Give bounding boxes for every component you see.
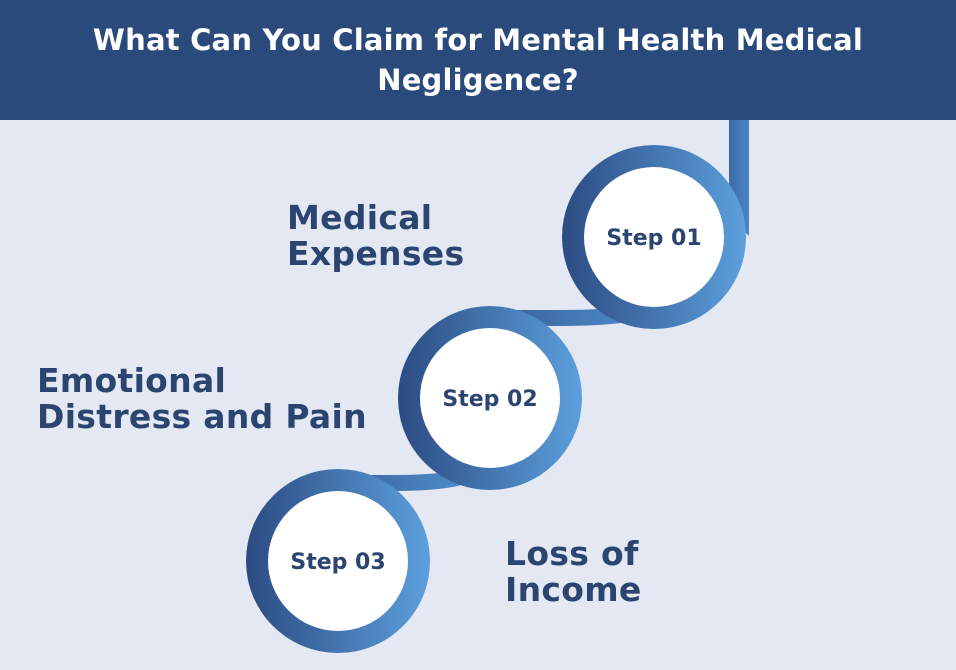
- step-02-disc: [420, 328, 560, 468]
- step-01-disc: [584, 167, 724, 307]
- step-03-label: Step 03: [290, 550, 385, 575]
- item-medical-expenses-line1: Medical: [287, 198, 433, 237]
- item-emotional-distress: Emotional Distress and Pain: [37, 363, 367, 435]
- item-medical-expenses-line2: Expenses: [287, 234, 465, 273]
- item-loss-of-income-line2: Income: [505, 570, 642, 609]
- step-03-disc: [268, 491, 408, 631]
- item-loss-of-income-line1: Loss of: [505, 534, 639, 573]
- item-emotional-distress-line1: Emotional: [37, 361, 227, 400]
- title-banner: What Can You Claim for Mental Health Med…: [0, 0, 956, 120]
- item-medical-expenses: Medical Expenses: [287, 200, 464, 272]
- step-01-label: Step 01: [606, 226, 701, 251]
- item-loss-of-income: Loss of Income: [505, 536, 642, 608]
- item-emotional-distress-line2: Distress and Pain: [37, 397, 367, 436]
- step-02-node: Step 02: [398, 306, 582, 490]
- step-03-node: Step 03: [246, 469, 430, 653]
- step-02-label: Step 02: [442, 387, 537, 412]
- step-01-node: Step 01: [562, 145, 746, 329]
- page-title: What Can You Claim for Mental Health Med…: [92, 23, 864, 97]
